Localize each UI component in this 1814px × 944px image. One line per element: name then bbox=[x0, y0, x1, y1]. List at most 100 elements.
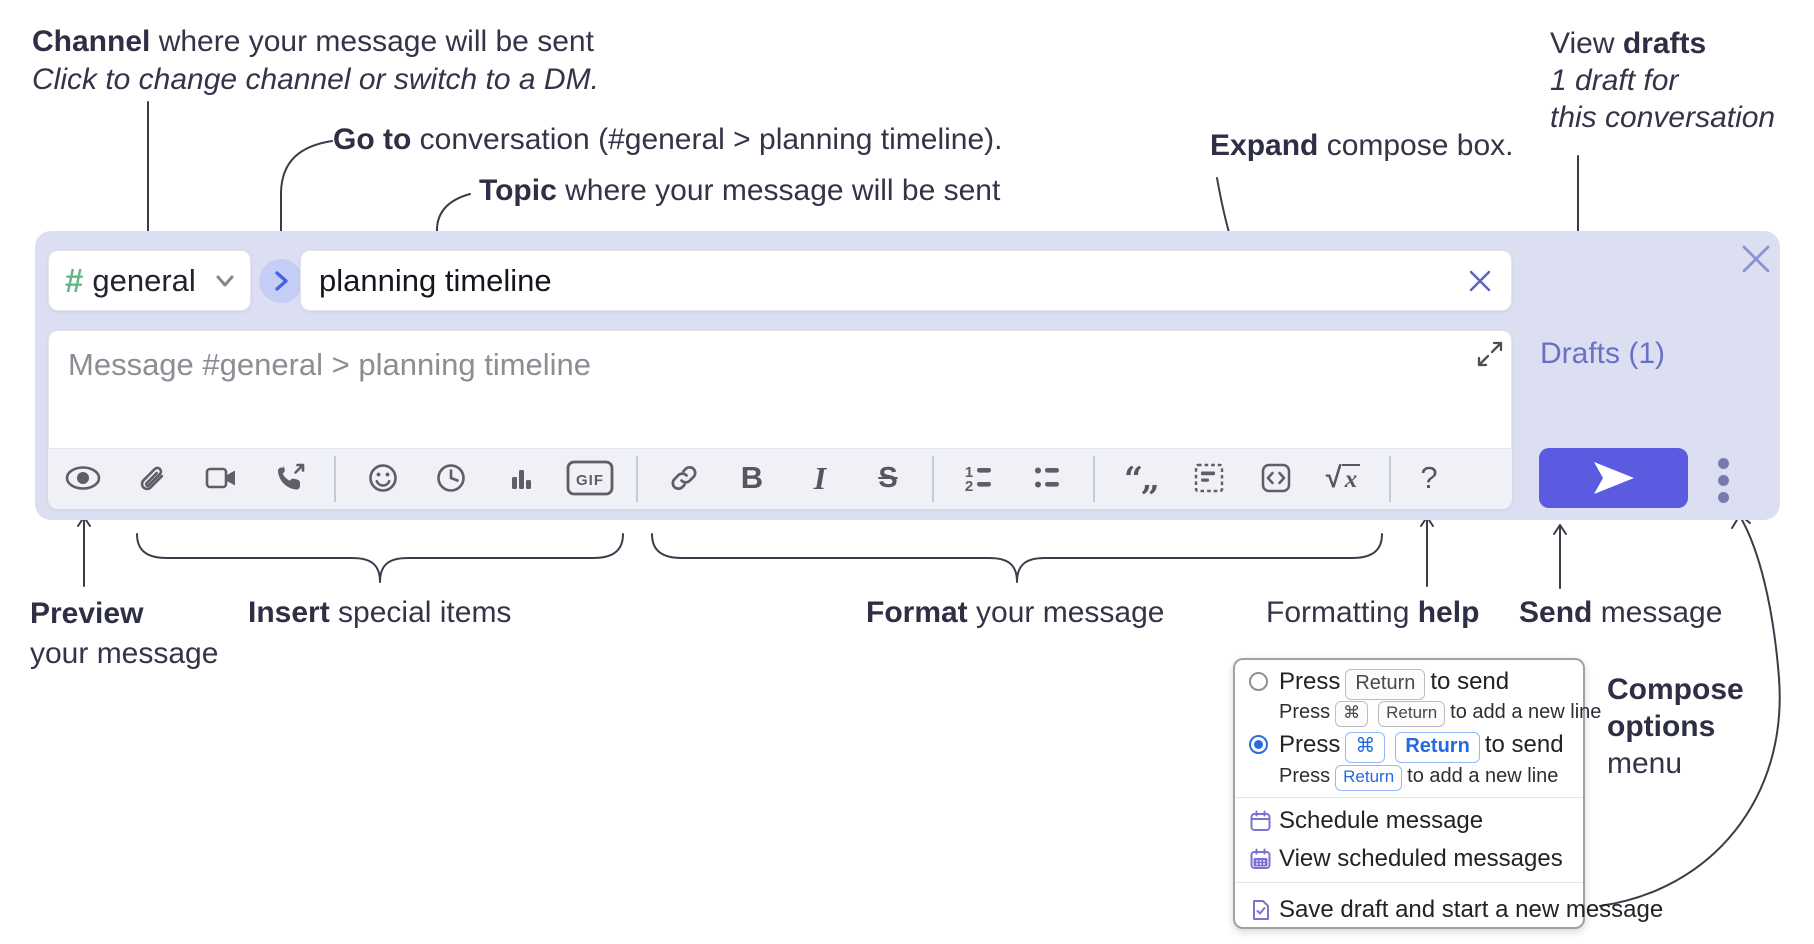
annotation-view-drafts: View drafts 1 draft for this conversatio… bbox=[1550, 25, 1775, 136]
smiley-icon bbox=[369, 464, 397, 492]
annotation-preview-bold: Preview bbox=[30, 597, 144, 630]
send-button[interactable] bbox=[1539, 448, 1688, 508]
code-button[interactable] bbox=[1251, 453, 1301, 503]
chevron-right-icon bbox=[275, 271, 288, 291]
formatting-help-button[interactable]: ? bbox=[1404, 453, 1454, 503]
go-to-conversation-button[interactable] bbox=[259, 259, 303, 303]
italic-icon: I bbox=[813, 459, 827, 496]
italic-button[interactable]: I bbox=[795, 453, 845, 503]
math-button[interactable]: √x bbox=[1318, 453, 1368, 503]
topic-value: planning timeline bbox=[319, 262, 552, 298]
annotation-compose-bold1: Compose bbox=[1607, 673, 1744, 706]
option-text: to send bbox=[1430, 668, 1510, 695]
channel-name: general bbox=[92, 262, 196, 298]
math-icon: √x bbox=[1326, 462, 1361, 495]
menu-item-label: Schedule message bbox=[1279, 807, 1484, 834]
gif-icon: GIF bbox=[566, 460, 614, 496]
return-key: Return bbox=[1335, 765, 1403, 791]
numbered-list-button[interactable]: 1 2 bbox=[955, 453, 1005, 503]
option-subtext: Press bbox=[1279, 765, 1331, 787]
preview-button[interactable] bbox=[58, 453, 108, 503]
menu-divider bbox=[1235, 882, 1583, 883]
kebab-dot bbox=[1717, 457, 1729, 469]
quote-button[interactable]: “„ bbox=[1116, 453, 1166, 503]
menu-item-view-scheduled[interactable]: View scheduled messages bbox=[1235, 840, 1583, 878]
quote-icon: “„ bbox=[1124, 458, 1160, 498]
toolbar-divider bbox=[636, 456, 638, 502]
svg-text:2: 2 bbox=[965, 478, 973, 495]
return-key: Return bbox=[1395, 732, 1480, 763]
bold-button[interactable]: B bbox=[727, 453, 777, 503]
menu-item-schedule-message[interactable]: Schedule message bbox=[1235, 802, 1583, 840]
clear-topic-icon[interactable] bbox=[1467, 268, 1493, 294]
annotation-formatting-help: Formatting help bbox=[1266, 594, 1479, 632]
poll-button[interactable] bbox=[496, 453, 546, 503]
annotation-preview: Preview your message bbox=[30, 594, 218, 674]
close-compose-icon[interactable] bbox=[1740, 243, 1772, 275]
option-text: Press bbox=[1279, 668, 1341, 695]
return-key: Return bbox=[1378, 701, 1446, 727]
link-icon bbox=[671, 465, 697, 491]
annotation-send: Send message bbox=[1519, 594, 1722, 632]
eye-icon bbox=[65, 466, 101, 490]
annotation-drafts-sub1: 1 draft for bbox=[1550, 64, 1679, 97]
option-subtext: to add a new line bbox=[1450, 701, 1602, 723]
menu-item-label: View scheduled messages bbox=[1279, 845, 1563, 872]
svg-text:GIF: GIF bbox=[576, 472, 604, 489]
annotation-compose-bold2: options bbox=[1607, 710, 1716, 743]
drafts-link[interactable]: Drafts (1) bbox=[1540, 337, 1666, 370]
expand-compose-icon[interactable] bbox=[1476, 340, 1504, 368]
kebab-dot bbox=[1717, 491, 1729, 503]
option-subtext: to add a new line bbox=[1407, 765, 1559, 787]
annotation-send-rest: message bbox=[1592, 596, 1723, 629]
annotation-expand-rest: compose box. bbox=[1318, 129, 1514, 162]
annotation-drafts-bold: drafts bbox=[1622, 27, 1707, 60]
clock-icon bbox=[437, 464, 465, 492]
numbered-list-icon: 1 2 bbox=[965, 464, 991, 495]
annotation-topic-bold: Topic bbox=[479, 174, 557, 207]
annotation-compose-rest: menu bbox=[1607, 747, 1683, 780]
annotation-format-bold: Format bbox=[866, 596, 968, 629]
strikethrough-button[interactable]: S bbox=[863, 453, 913, 503]
annotation-insert-bold: Insert bbox=[248, 596, 330, 629]
annotation-format-rest: your message bbox=[967, 596, 1165, 629]
menu-item-label: Save draft and start a new message bbox=[1279, 896, 1664, 923]
option-text: to send bbox=[1484, 731, 1564, 758]
bulleted-list-button[interactable] bbox=[1023, 453, 1073, 503]
link-button[interactable] bbox=[659, 453, 709, 503]
menu-item-save-draft[interactable]: Save draft and start a new message bbox=[1235, 891, 1663, 929]
video-camera-icon bbox=[205, 467, 235, 489]
channel-hash-icon: # bbox=[65, 261, 84, 299]
voice-call-button[interactable] bbox=[265, 453, 315, 503]
annotation-send-bold: Send bbox=[1519, 596, 1593, 629]
paperclip-icon bbox=[140, 466, 164, 491]
emoji-button[interactable] bbox=[358, 453, 408, 503]
spoiler-button[interactable] bbox=[1184, 453, 1234, 503]
toolbar-divider bbox=[334, 456, 336, 502]
option-text: Press bbox=[1279, 731, 1341, 758]
video-call-button[interactable] bbox=[196, 453, 246, 503]
radio-cmd-return-to-send[interactable] bbox=[1249, 735, 1268, 754]
annotation-format: Format your message bbox=[866, 594, 1164, 632]
annotation-goto: Go to conversation (#general > planning … bbox=[333, 121, 1003, 159]
topic-input[interactable]: planning timeline bbox=[300, 250, 1512, 311]
bold-icon: B bbox=[740, 460, 764, 495]
global-time-button[interactable] bbox=[426, 453, 476, 503]
radio-return-to-send[interactable] bbox=[1249, 672, 1268, 691]
cmd-key: ⌘ bbox=[1335, 701, 1369, 727]
code-icon bbox=[1261, 463, 1291, 493]
compose-options-button[interactable] bbox=[1706, 452, 1740, 508]
phone-call-icon bbox=[277, 463, 305, 490]
attach-file-button[interactable] bbox=[126, 453, 176, 503]
svg-text:1: 1 bbox=[965, 464, 973, 481]
annotation-drafts-sub2: this conversation bbox=[1550, 101, 1776, 134]
channel-selector[interactable]: # general bbox=[48, 250, 251, 311]
return-key: Return bbox=[1345, 669, 1426, 700]
annotation-preview-sub: your message bbox=[30, 637, 219, 670]
gif-button[interactable]: GIF bbox=[562, 453, 618, 503]
